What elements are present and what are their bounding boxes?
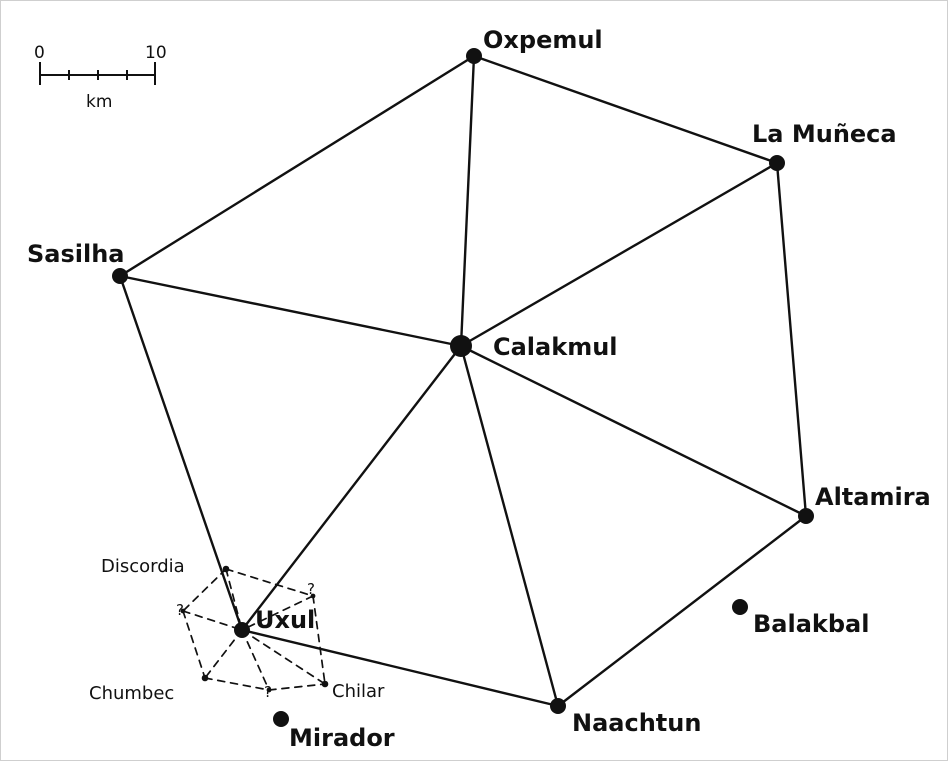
connection-oxpemul-la-muneca: [472, 54, 779, 165]
uxul-label: Uxul: [255, 606, 315, 634]
scale-end-label: 10: [145, 43, 167, 63]
uncertain-site-marker-south: [266, 687, 272, 693]
scale-unit-label: km: [86, 92, 112, 112]
dashed-connection-uxul-chilar: [241, 629, 326, 685]
chumbec-label: Chumbec: [89, 683, 174, 704]
discordia-site-marker: [222, 565, 230, 573]
chumbec-site-marker: [201, 674, 209, 682]
connection-altamira-naachtun: [556, 514, 808, 708]
altamira-label: Altamira: [815, 483, 931, 511]
dashed-connection-question-uxul: [241, 595, 314, 631]
mirador-label: Mirador: [289, 724, 395, 752]
discordia-label: Discordia: [101, 556, 185, 577]
calakmul-label: Calakmul: [493, 333, 618, 361]
connection-calakmul-altamira: [459, 344, 808, 518]
scale-bar: 0 10 km: [34, 43, 167, 112]
dashed-connection-question-chilar: [312, 595, 326, 685]
dashed-connection-west-chumbec: [182, 610, 206, 679]
dashed-connection-west-uxul: [182, 610, 243, 631]
altamira-site-marker: [798, 508, 814, 524]
dashed-connection-south-chilar: [268, 683, 326, 691]
secondary-site-connections: [182, 568, 326, 691]
naachtun-site-marker: [550, 698, 566, 714]
connection-oxpemul-calakmul: [459, 54, 476, 348]
site-labels: Oxpemul La Muñeca Sasilha Calakmul Altam…: [27, 26, 931, 752]
scale-start-label: 0: [34, 43, 45, 63]
chilar-site-marker: [321, 680, 329, 688]
oxpemul-site-marker: [466, 48, 482, 64]
uxul-site-marker: [234, 622, 250, 638]
naachtun-label: Naachtun: [572, 709, 701, 737]
dashed-connection-uxul-south: [241, 629, 270, 691]
mirador-site-marker: [273, 711, 289, 727]
balakbal-label: Balakbal: [753, 610, 869, 638]
connection-calakmul-uxul: [240, 344, 463, 632]
connection-uxul-naachtun: [240, 628, 560, 708]
la-muneca-label: La Muñeca: [752, 120, 897, 148]
connection-la-muneca-calakmul: [459, 161, 779, 348]
connection-oxpemul-sasilha: [118, 54, 476, 278]
oxpemul-label: Oxpemul: [483, 26, 603, 54]
uncertain-site-marker-northeast: [310, 593, 316, 599]
connection-calakmul-naachtun: [459, 344, 560, 708]
uncertain-site-label-south: ?: [264, 683, 272, 701]
connection-la-muneca-altamira: [775, 161, 808, 518]
dashed-connection-uxul-chumbec: [204, 629, 243, 679]
site-markers: [112, 48, 814, 727]
sasilha-label: Sasilha: [27, 240, 125, 268]
connection-sasilha-calakmul: [118, 274, 463, 348]
dashed-connection-discordia-west: [182, 568, 227, 612]
uncertain-site-label-west: ?: [176, 601, 184, 619]
primary-site-connections: [118, 54, 808, 708]
dashed-connection-discordia-question: [225, 568, 314, 597]
uncertain-site-marker-west: [180, 608, 186, 614]
uncertain-site-label-northeast: ?: [307, 580, 315, 598]
uncertain-site-labels: ? ? ?: [176, 580, 315, 701]
dashed-connection-chumbec-south: [204, 677, 270, 691]
chilar-label: Chilar: [332, 681, 385, 702]
dashed-connection-discordia-uxul: [225, 568, 243, 631]
la-muneca-site-marker: [769, 155, 785, 171]
sasilha-site-marker: [112, 268, 128, 284]
connection-sasilha-uxul: [118, 274, 244, 632]
calakmul-site-marker: [450, 335, 472, 357]
balakbal-site-marker: [732, 599, 748, 615]
